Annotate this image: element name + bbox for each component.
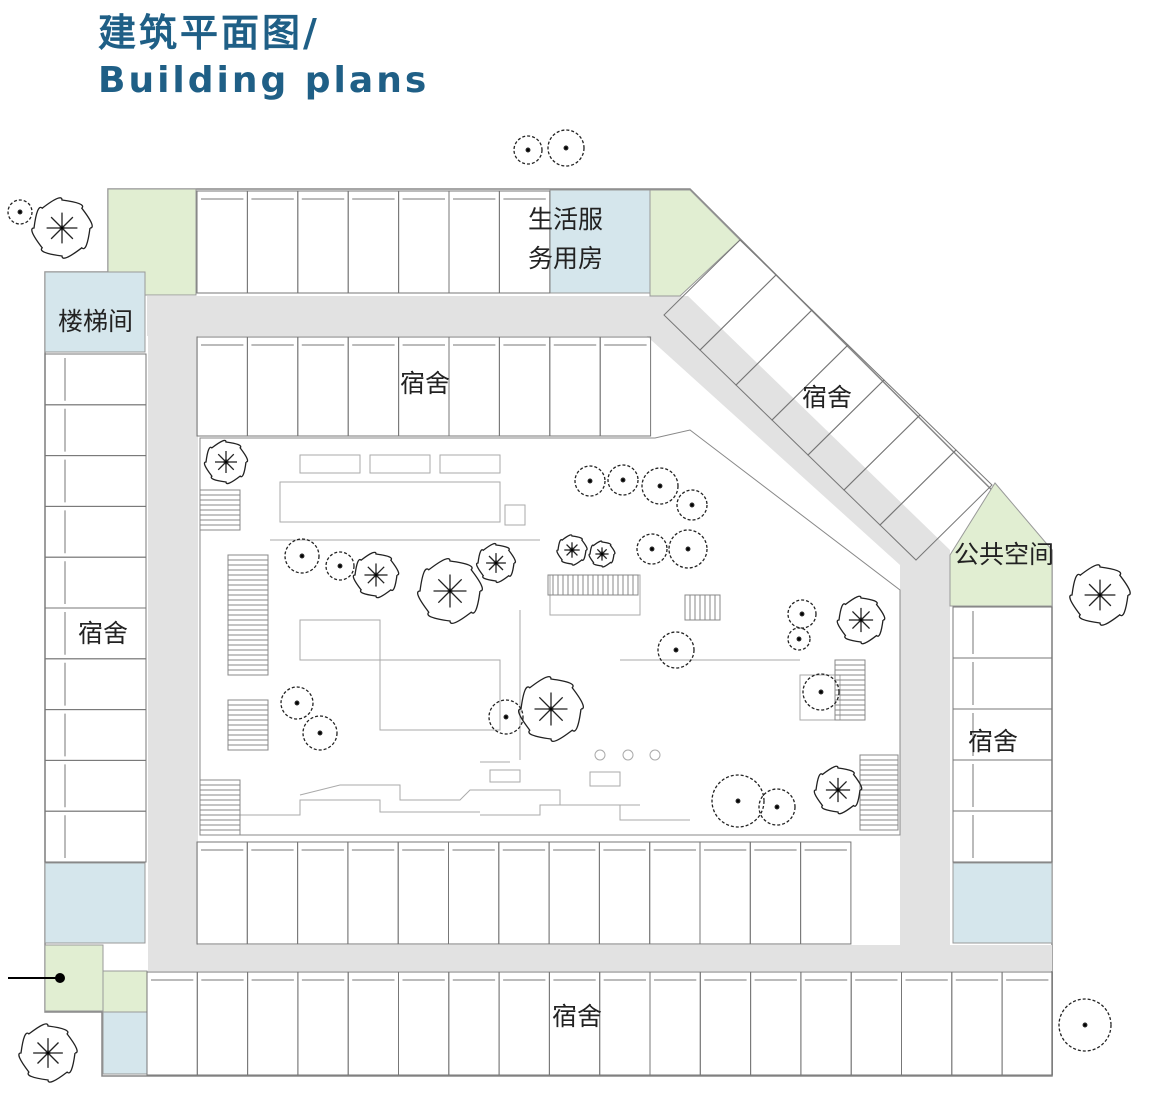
tree-icon (513, 135, 543, 165)
label-stairwell: 楼梯间 (58, 307, 133, 336)
tree-icon (813, 765, 863, 815)
label-public-space: 公共空间 (954, 540, 1054, 569)
label-dorm-right: 宿舍 (968, 727, 1018, 756)
dorm-room (1001, 971, 1053, 1076)
tree-icon (518, 676, 584, 742)
page-title-cn: 建筑平面图/ (98, 11, 320, 55)
tree-icon (711, 774, 765, 828)
tree-icon (657, 631, 695, 669)
dorm-room (498, 190, 551, 294)
tree-icon (547, 129, 585, 167)
title-block: 建筑平面图/ Building plans (98, 8, 429, 104)
tree-icon (325, 551, 355, 581)
tree-icon (758, 788, 796, 826)
dorm-room (879, 449, 993, 561)
tree-icon (787, 599, 817, 629)
tree-icon (417, 558, 483, 624)
tree-icon (556, 534, 588, 566)
tree-icon (352, 551, 400, 599)
label-service-line1: 生活服 (528, 205, 603, 234)
label-service-line2: 务用房 (528, 244, 603, 273)
page-title-en: Building plans (98, 60, 430, 101)
label-dorm-diagonal: 宿舍 (802, 383, 852, 412)
tree-icon (588, 540, 616, 568)
label-dorm-bottom: 宿舍 (552, 1002, 602, 1031)
tree-icon (574, 465, 606, 497)
tree-icon (284, 538, 320, 574)
tree-icon (1069, 564, 1131, 626)
room-grid (44, 190, 1053, 1076)
tree-icon (18, 1023, 78, 1083)
label-dorm-left: 宿舍 (78, 619, 128, 648)
dorm-room (599, 336, 652, 437)
courtyard-stairs (199, 489, 899, 836)
tree-icon (203, 439, 249, 485)
tree-icon (280, 686, 314, 720)
stair-flight (684, 594, 721, 621)
tree-icon (1058, 998, 1112, 1052)
tree-icon (607, 464, 639, 496)
tree-icon (31, 197, 93, 259)
dorm-room (800, 841, 852, 945)
corridor-ring (147, 296, 1052, 971)
entrance-marker-icon (8, 973, 65, 983)
courtyard (199, 429, 901, 836)
dorm-room (44, 810, 147, 863)
tree-icon (836, 595, 886, 645)
tree-icon (787, 627, 811, 651)
label-dorm-top: 宿舍 (400, 369, 450, 398)
trees (7, 129, 1131, 1083)
tree-icon (676, 489, 708, 521)
tree-icon (302, 715, 338, 751)
tree-icon (641, 467, 679, 505)
tree-icon (802, 673, 840, 711)
tree-icon (488, 699, 524, 735)
tree-icon (668, 529, 708, 569)
stair-rooms (44, 189, 1053, 1075)
tree-icon (475, 542, 517, 584)
stair-flight (199, 779, 241, 836)
tree-icon (7, 199, 33, 225)
dorm-room (952, 810, 1053, 863)
tree-icon (636, 533, 668, 565)
